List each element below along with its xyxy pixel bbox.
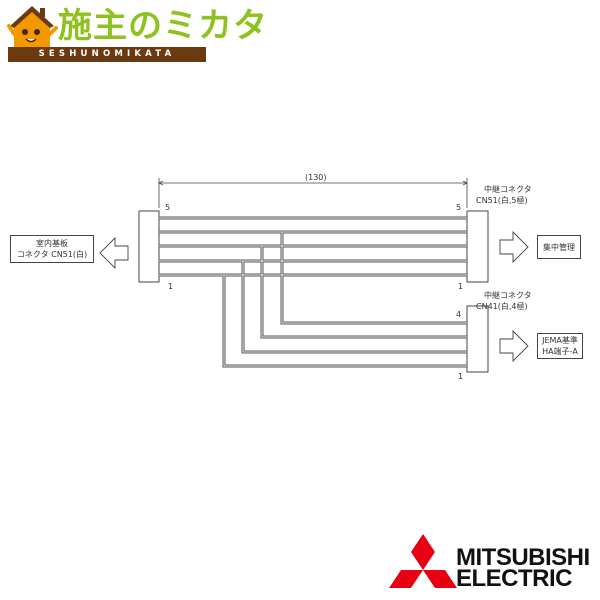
central-control-label: 集中管理 [543,243,575,252]
dimension-label: (130) [305,173,327,182]
jema-label-1: JEMA基準 [542,336,578,345]
arrow-right-icon [499,230,529,264]
cn51-pin-bottom: 1 [458,282,464,291]
wires [159,216,467,368]
mitsubishi-logo-line2: ELECTRIC [456,565,573,592]
cn41-subtitle: CN41(白,4極) [476,302,528,311]
cn51-title: 中継コネクタ [484,185,532,194]
indoor-board-label-2: コネクタ CN51(白) [16,250,88,259]
left-connector-block [138,210,160,283]
cn41-pin-top: 4 [456,310,462,319]
cn41-connector-block [466,305,489,373]
cn51-subtitle: CN51(白,5極) [476,196,528,205]
brand-name: 施主のミカタ [58,6,268,46]
arrow-right-icon [499,329,529,363]
brand-logo: 施主のミカタ SESHUNOMIKATA [0,0,267,66]
mitsubishi-logo-line1: MITSUBISHI [456,544,590,571]
house-mascot-icon [7,6,58,48]
cn51-connector-block [466,210,489,283]
cn41-pin-bottom: 1 [458,372,464,381]
cn41-title: 中継コネクタ [484,291,532,300]
jema-ha-terminal-box: JEMA基準 HA端子-A [537,333,583,359]
dimension-line [158,178,468,208]
indoor-board-connector-box: 室内基板 コネクタ CN51(白) [10,235,94,263]
jema-label-2: HA端子-A [542,347,578,356]
arrow-left-icon [99,236,129,270]
brand-bar [8,47,206,62]
cn51-pin-top: 5 [456,203,462,212]
mitsubishi-three-diamonds-icon [389,534,457,588]
left-pin-top: 5 [165,203,171,212]
indoor-board-label-1: 室内基板 [36,239,68,248]
left-pin-bottom: 1 [168,282,174,291]
central-control-box: 集中管理 [537,235,581,259]
brand-romaji: SESHUNOMIKATA [38,49,176,59]
